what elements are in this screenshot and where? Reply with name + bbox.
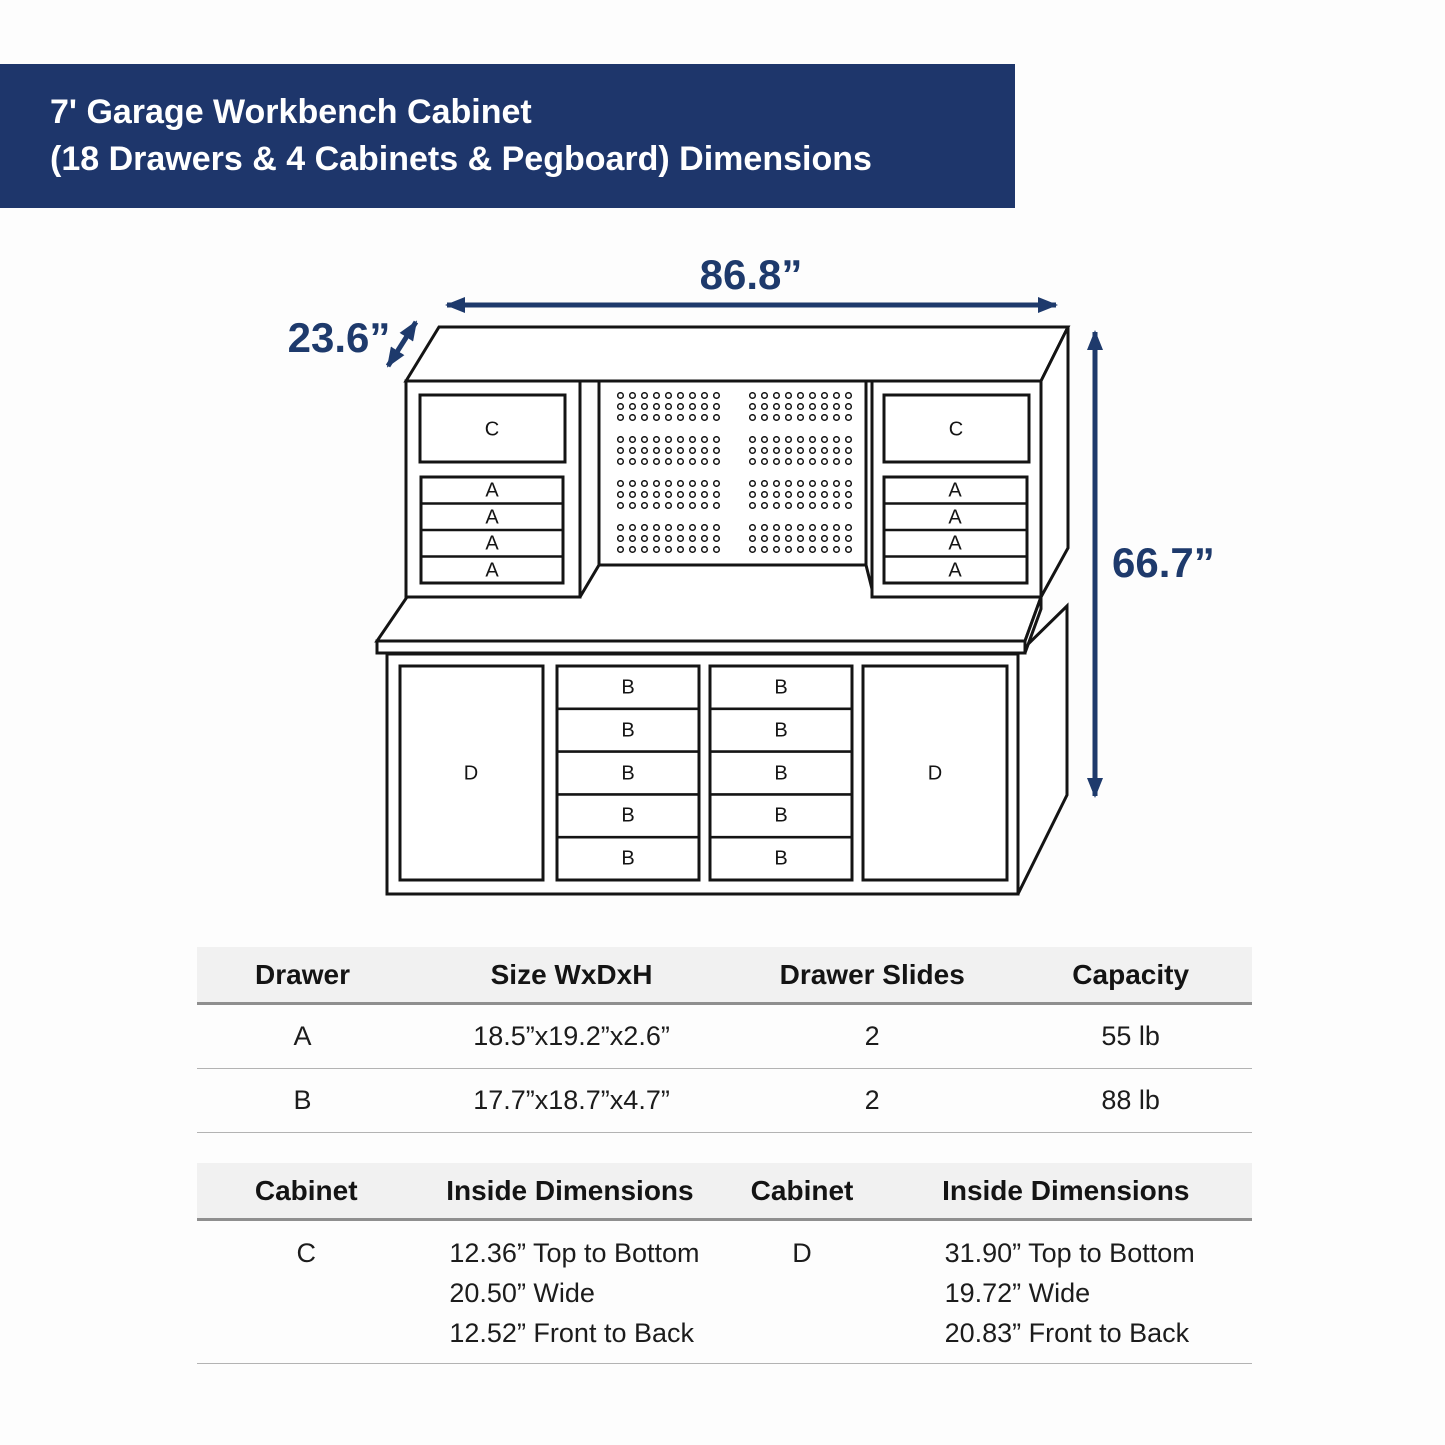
drawer-table-row-b: B 17.7”x18.7”x4.7” 2 88 lb: [197, 1069, 1252, 1133]
drawer-table-row-a: A 18.5”x19.2”x2.6” 2 55 lb: [197, 1005, 1252, 1069]
cell-drawer-slides: 2: [864, 1085, 880, 1115]
pegboard-gap: [610, 421, 860, 435]
drawer-a-label: A: [485, 479, 499, 501]
cabinet-c-left-door: [418, 393, 567, 464]
cell-cabinet-dimensions: 31.90” Top to Bottom 19.72” Wide 20.83” …: [880, 1233, 1252, 1353]
worktop-right-edge: [1023, 596, 1043, 654]
cabinet-d-label: D: [928, 762, 942, 784]
drawer-b-label: B: [621, 676, 634, 698]
column-header-cabinet: Cabinet: [750, 1174, 854, 1206]
column-header-slides: Drawer Slides: [779, 958, 965, 990]
worktop-front-edge: [375, 639, 1027, 655]
cell-drawer-capacity: 88 lb: [1101, 1085, 1160, 1115]
cell-drawer-size: 17.7”x18.7”x4.7”: [473, 1085, 670, 1115]
page-title-line-2: (18 Drawers & 4 Cabinets & Pegboard) Dim…: [50, 140, 872, 178]
dimension-line: 20.50” Wide: [449, 1278, 595, 1308]
depth-dimension-arrow: [385, 320, 419, 368]
cell-cabinet-id: C: [296, 1238, 316, 1268]
column-header-size: Size WxDxH: [490, 958, 653, 990]
column-header-capacity: Capacity: [1072, 958, 1190, 990]
cabinet-d-left-door: [398, 664, 545, 882]
drawer-a-label: A: [485, 559, 499, 581]
drawer-b-label: B: [774, 847, 787, 869]
cell-drawer-id: A: [293, 1021, 312, 1051]
pegboard-gap: [610, 465, 860, 479]
drawer-table-header-row: Drawer Size WxDxH Drawer Slides Capacity: [197, 947, 1252, 1005]
drawer-b-column-2: [708, 664, 854, 882]
page-title-line-1: 7' Garage Workbench Cabinet: [50, 93, 532, 131]
cell-cabinet-id: D: [792, 1238, 812, 1268]
drawer-b-label: B: [774, 676, 787, 698]
drawer-b-label: B: [621, 719, 634, 741]
cell-cabinet-dimensions: 12.36” Top to Bottom 20.50” Wide 12.52” …: [415, 1233, 724, 1353]
cabinet-c-label: C: [485, 418, 499, 440]
drawer-b-label: B: [621, 762, 634, 784]
dimension-line: 20.83” Front to Back: [944, 1318, 1190, 1348]
depth-dimension-label: 23.6”: [288, 314, 391, 361]
dimension-line: 31.90” Top to Bottom: [944, 1238, 1195, 1268]
drawer-a-label: A: [948, 479, 962, 501]
cabinet-table-row: C 12.36” Top to Bottom 20.50” Wide 12.52…: [197, 1221, 1252, 1364]
column-header-drawer: Drawer: [255, 958, 350, 990]
height-dimension-label: 66.7”: [1112, 539, 1215, 586]
drawer-a-label: A: [948, 506, 962, 528]
column-header-inside-dimensions: Inside Dimensions: [446, 1174, 694, 1206]
cabinet-c-right-door: [882, 393, 1031, 464]
drawer-a-label: A: [948, 559, 962, 581]
cell-drawer-id: B: [293, 1085, 312, 1115]
drawer-a-label: A: [485, 532, 499, 554]
drawer-b-label: B: [774, 804, 787, 826]
cabinet-d-right-door: [861, 664, 1009, 882]
width-dimension-label: 86.8”: [700, 251, 803, 298]
drawer-b-label: B: [774, 719, 787, 741]
pegboard-gap: [610, 509, 860, 523]
drawer-a-label: A: [948, 532, 962, 554]
title-banner: 7' Garage Workbench Cabinet (18 Drawers …: [0, 64, 1015, 208]
drawer-b-column-1: [555, 664, 701, 882]
dimension-line: 19.72” Wide: [944, 1278, 1091, 1308]
cell-drawer-capacity: 55 lb: [1101, 1021, 1160, 1051]
dimension-line: 12.36” Top to Bottom: [449, 1238, 700, 1268]
drawer-b-label: B: [774, 762, 787, 784]
column-header-inside-dimensions: Inside Dimensions: [942, 1174, 1190, 1206]
cell-drawer-size: 18.5”x19.2”x2.6”: [473, 1021, 670, 1051]
drawer-a-label: A: [485, 506, 499, 528]
dimension-line: 12.52” Front to Back: [449, 1318, 694, 1348]
cabinet-table-header-row: Cabinet Inside Dimensions Cabinet Inside…: [197, 1163, 1252, 1221]
cell-drawer-slides: 2: [864, 1021, 880, 1051]
drawer-b-label: B: [621, 847, 634, 869]
cabinet-d-label: D: [464, 762, 478, 784]
cabinet-c-label: C: [949, 418, 963, 440]
hutch-top-face: [403, 325, 1071, 383]
cabinet-spec-table: Cabinet Inside Dimensions Cabinet Inside…: [197, 1163, 1252, 1364]
column-header-cabinet: Cabinet: [254, 1174, 358, 1206]
drawer-spec-table: Drawer Size WxDxH Drawer Slides Capacity…: [197, 947, 1252, 1133]
drawer-b-label: B: [621, 804, 634, 826]
